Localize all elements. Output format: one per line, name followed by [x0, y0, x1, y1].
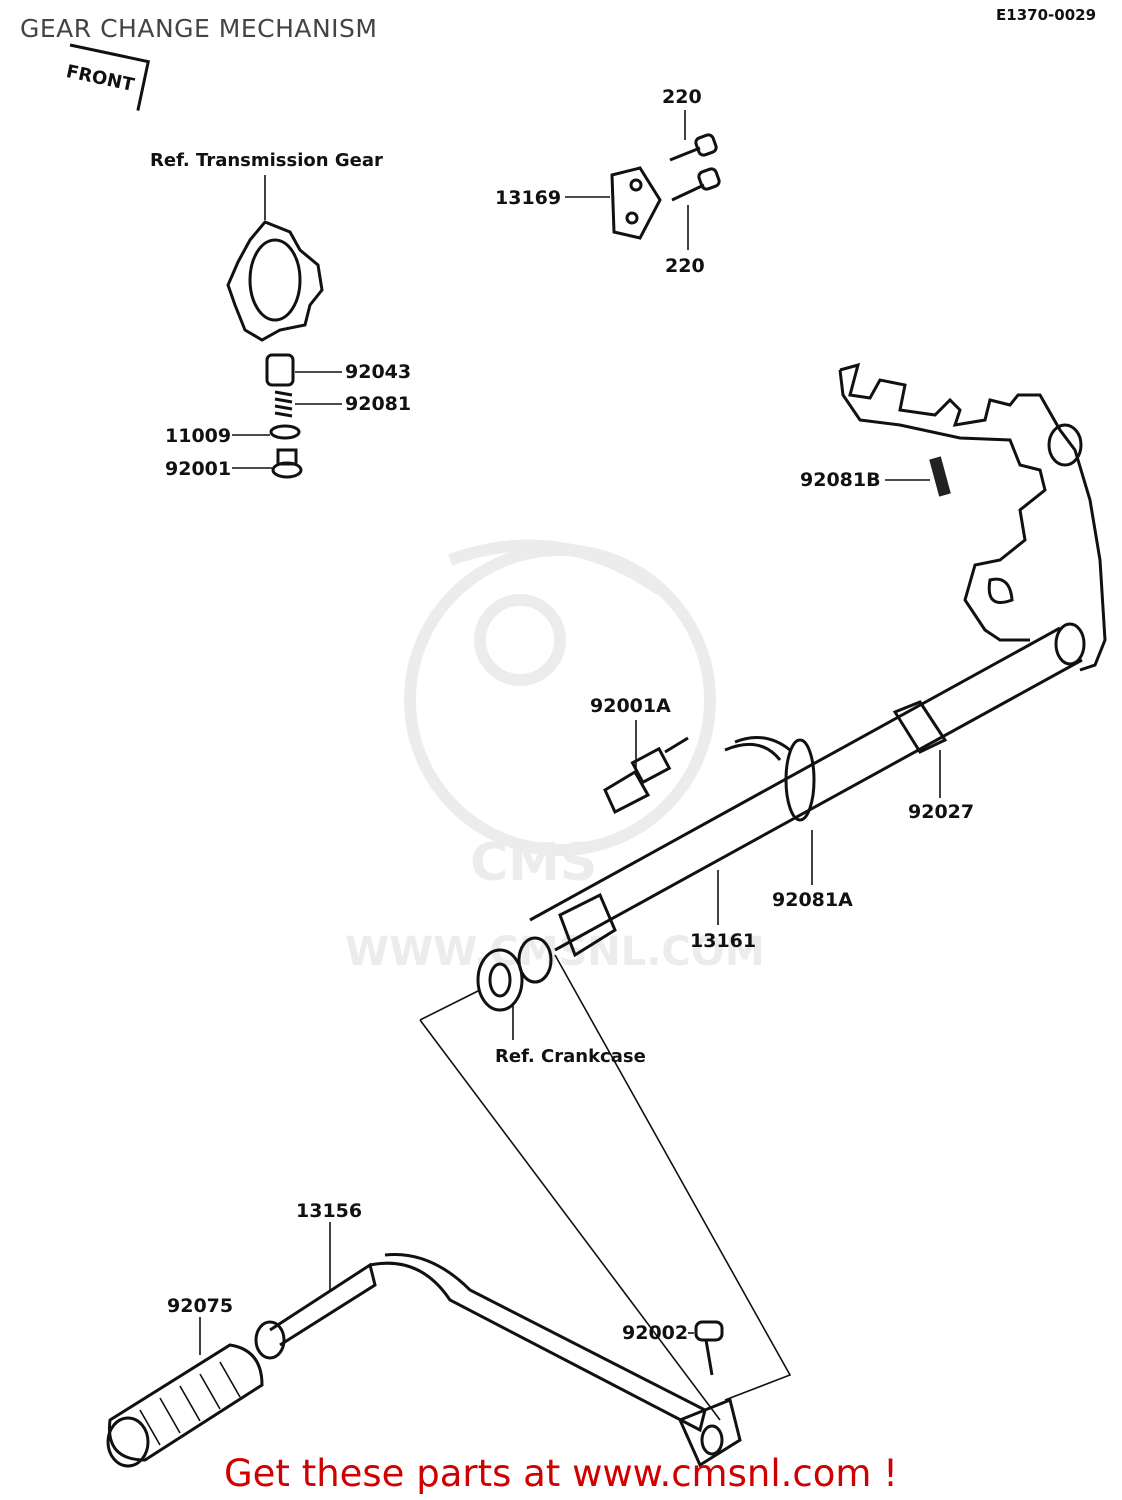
- label-92081: 92081: [345, 393, 411, 415]
- part-92081B-spring: [929, 456, 951, 497]
- label-220-bottom: 220: [665, 255, 705, 277]
- watermark-logo: CMS: [470, 833, 597, 893]
- part-92002-bolt: [694, 1320, 724, 1376]
- label-92043: 92043: [345, 361, 411, 383]
- front-marker: FRONT: [64, 43, 151, 111]
- label-13161: 13161: [690, 930, 756, 952]
- footer-link[interactable]: Get these parts at www.cmsnl.com !: [223, 1452, 898, 1495]
- shift-arm-part: [838, 362, 1107, 672]
- part-92081A-spring: [724, 736, 816, 822]
- transmission-gear-part: [226, 220, 324, 342]
- ref-transmission-gear-label: Ref. Transmission Gear: [150, 150, 383, 171]
- label-92002: 92002: [622, 1322, 688, 1344]
- part-92081-spring: [274, 390, 293, 418]
- assembly-guide-lines: [419, 954, 792, 1421]
- label-92081B: 92081B: [800, 469, 881, 491]
- label-13169: 13169: [495, 187, 561, 209]
- part-13156-shift-pedal: [254, 1252, 742, 1468]
- label-92075: 92075: [167, 1295, 233, 1317]
- crankcase-seal-bearing: [476, 936, 553, 1012]
- watermark-url: WWW.CMSNL.COM: [345, 929, 765, 975]
- diagram-title: GEAR CHANGE MECHANISM: [20, 14, 378, 43]
- label-13156: 13156: [296, 1200, 362, 1222]
- label-92027: 92027: [908, 801, 974, 823]
- diagram-code: E1370-0029: [996, 6, 1096, 24]
- part-92001-plug: [271, 448, 303, 479]
- watermark: CMS WWW.CMSNL.COM: [345, 539, 765, 975]
- part-92043-pin: [265, 353, 295, 387]
- part-13169-plate: [610, 166, 662, 240]
- label-92001A: 92001A: [590, 695, 671, 717]
- label-220-top: 220: [662, 86, 702, 108]
- ref-crankcase-label: Ref. Crankcase: [495, 1046, 646, 1067]
- label-92001: 92001: [165, 458, 231, 480]
- part-220-bolt-top: [669, 133, 718, 162]
- part-11009-washer: [269, 424, 301, 440]
- part-92075-rubber: [106, 1343, 264, 1468]
- label-92081A: 92081A: [772, 889, 853, 911]
- part-220-bolt-bottom: [671, 167, 721, 202]
- label-11009: 11009: [165, 425, 231, 447]
- front-label: FRONT: [64, 61, 136, 96]
- part-13161-shaft: [529, 622, 1086, 958]
- part-92001A-bolt: [603, 736, 689, 815]
